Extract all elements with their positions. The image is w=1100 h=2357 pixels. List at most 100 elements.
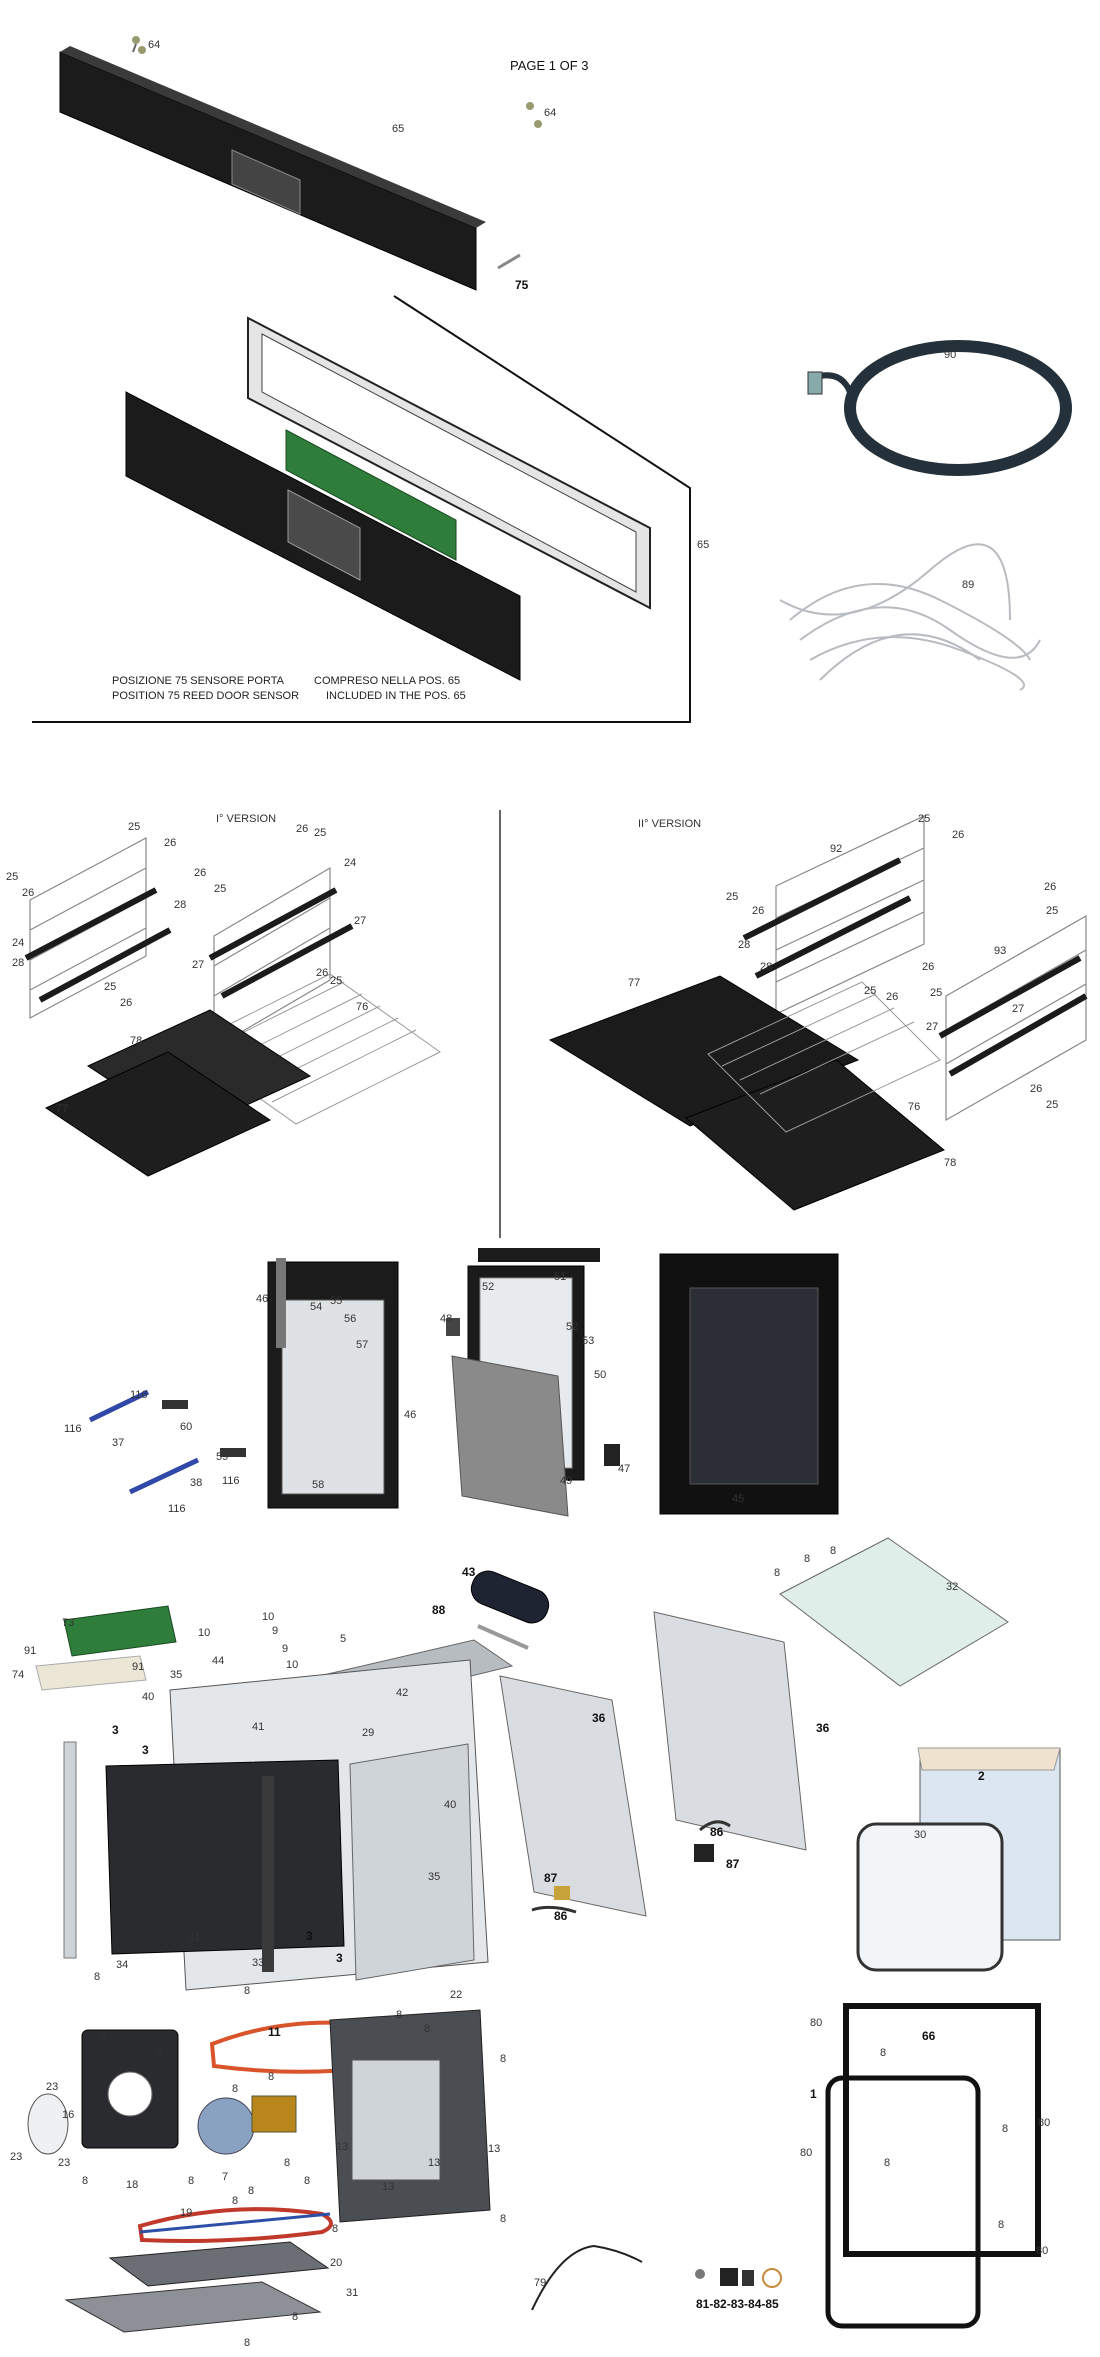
label-45: 45 [732, 1493, 744, 1505]
cavity-section: 43 88 73 91 74 91 10 10 9 9 10 44 35 5 4… [12, 1537, 1061, 1997]
label-35-a: 35 [170, 1669, 182, 1681]
cable-harness-90 [807, 340, 1072, 476]
label-55: 55 [330, 1295, 342, 1307]
label-54: 54 [310, 1301, 322, 1313]
label-78-b: 78 [944, 1157, 956, 1169]
label-88: 88 [432, 1603, 446, 1617]
telescopic-rail-27-v2-a [938, 955, 1082, 1039]
control-pcb [285, 429, 457, 561]
label-26-c: 26 [120, 997, 132, 1009]
label-8-s: 8 [232, 2195, 238, 2207]
label-26-a: 26 [164, 837, 176, 849]
door-frame-66 [843, 2003, 1041, 2257]
label-9-a: 9 [272, 1625, 278, 1637]
label-13-b: 13 [382, 2181, 394, 2193]
label-8-m: 8 [268, 2071, 274, 2083]
label-8-b: 8 [244, 1985, 250, 1997]
label-49: 49 [560, 1475, 572, 1487]
top-cover-32 [779, 1537, 1009, 1687]
label-87-b: 87 [544, 1871, 558, 1885]
label-29: 29 [362, 1727, 374, 1739]
hinge-cover-59 [220, 1448, 246, 1457]
label-27-c: 27 [1012, 1003, 1024, 1015]
page-label: PAGE 1 OF 3 [510, 58, 589, 73]
insulation-sheet-74 [35, 1655, 147, 1691]
label-80-a: 80 [810, 2017, 822, 2029]
door-glass-49 [451, 1355, 569, 1517]
label-93: 93 [994, 945, 1006, 957]
door-section: 46 46 54 55 56 57 58 51 52 52 53 48 50 4… [64, 1248, 839, 1517]
version-first-label: I° VERSION [216, 813, 276, 825]
label-25-h: 25 [726, 891, 738, 903]
label-90: 90 [944, 349, 956, 361]
label-38: 38 [190, 1477, 202, 1489]
note-line2-en: POSITION 75 REED DOOR SENSOR [112, 690, 299, 702]
label-42: 42 [396, 1687, 408, 1699]
label-59: 59 [216, 1451, 228, 1463]
fan-motor [251, 2095, 297, 2133]
label-50: 50 [594, 1369, 606, 1381]
oven-cavity-21 [105, 1759, 345, 1955]
bottom-heater-19 [137, 2207, 333, 2243]
label-36-a: 36 [592, 1711, 606, 1725]
label-41: 41 [252, 1721, 264, 1733]
label-25-d: 25 [214, 883, 226, 895]
label-8-i: 8 [156, 2049, 162, 2061]
note-line2-en-b: INCLUDED IN THE POS. 65 [326, 690, 466, 702]
label-23-c: 23 [58, 2157, 70, 2169]
label-89: 89 [962, 579, 974, 591]
label-31: 31 [346, 2287, 358, 2299]
label-73: 73 [62, 1617, 74, 1629]
label-33: 33 [252, 1957, 264, 1969]
side-rack-right-v1 [213, 866, 331, 1050]
door-clip-47 [604, 1444, 620, 1466]
label-24-b: 24 [344, 857, 356, 869]
label-28-a: 28 [174, 899, 186, 911]
fan-blade-7 [197, 2097, 255, 2155]
telescopic-rail-27-v2-b [948, 993, 1088, 1077]
label-53: 53 [582, 1335, 594, 1347]
side-panel-35 [349, 1743, 475, 1981]
label-91-b: 91 [132, 1661, 144, 1673]
label-87-a: 87 [726, 1857, 740, 1871]
cooling-fan-43 [470, 1570, 550, 1650]
side-panel-36-a [499, 1675, 647, 1917]
label-8-z: 8 [998, 2219, 1004, 2231]
label-8-q: 8 [500, 2213, 506, 2225]
label-46-b: 46 [404, 1409, 416, 1421]
label-51: 51 [554, 1271, 566, 1283]
label-8-u: 8 [292, 2311, 298, 2323]
hinge-cover-60 [162, 1400, 188, 1409]
label-56: 56 [344, 1313, 356, 1325]
label-8-p: 8 [500, 2053, 506, 2065]
label-3-a: 3 [112, 1723, 119, 1737]
label-80-c: 80 [800, 2147, 812, 2159]
label-5: 5 [340, 1633, 346, 1645]
front-panel-display [231, 149, 301, 215]
label-25-e: 25 [314, 827, 326, 839]
label-8-j: 8 [82, 2175, 88, 2187]
door-seal-1 [825, 2075, 981, 2329]
label-57: 57 [356, 1339, 368, 1351]
hinge-37 [88, 1389, 150, 1423]
label-28-b: 28 [12, 957, 24, 969]
label-64-a: 64 [148, 39, 160, 51]
inner-door-glass [281, 1299, 385, 1495]
label-23-b: 23 [10, 2151, 22, 2163]
label-22: 22 [450, 1989, 462, 2001]
label-25-f: 25 [330, 975, 342, 987]
label-86-b: 86 [554, 1909, 568, 1923]
telescopic-rail-27-a [208, 887, 338, 961]
label-43: 43 [462, 1565, 476, 1579]
label-8-t: 8 [332, 2223, 338, 2235]
label-40-b: 40 [444, 1799, 456, 1811]
label-24-a: 24 [12, 937, 24, 949]
side-panel-36-b [653, 1611, 807, 1851]
bottom-plate-20 [108, 2241, 330, 2287]
label-8-w: 8 [880, 2047, 886, 2059]
label-19: 19 [180, 2207, 192, 2219]
label-37: 37 [112, 1437, 124, 1449]
label-13-c: 13 [428, 2157, 440, 2169]
